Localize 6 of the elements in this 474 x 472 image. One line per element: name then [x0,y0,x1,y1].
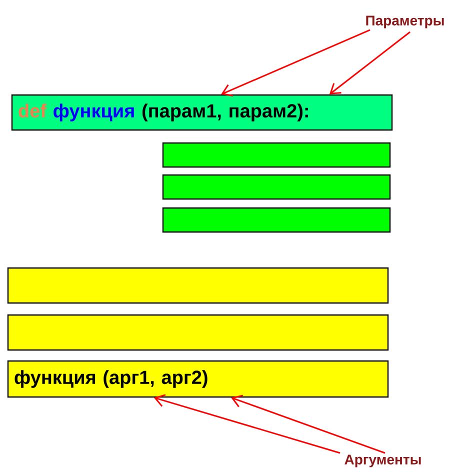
leader-arrow [329,31,410,94]
leader-arrow [154,394,340,454]
callout-label: Параметры [366,16,444,28]
leader-arrow [231,394,386,454]
callout-label: Аргументы [344,454,421,468]
leader-arrow [221,29,370,97]
